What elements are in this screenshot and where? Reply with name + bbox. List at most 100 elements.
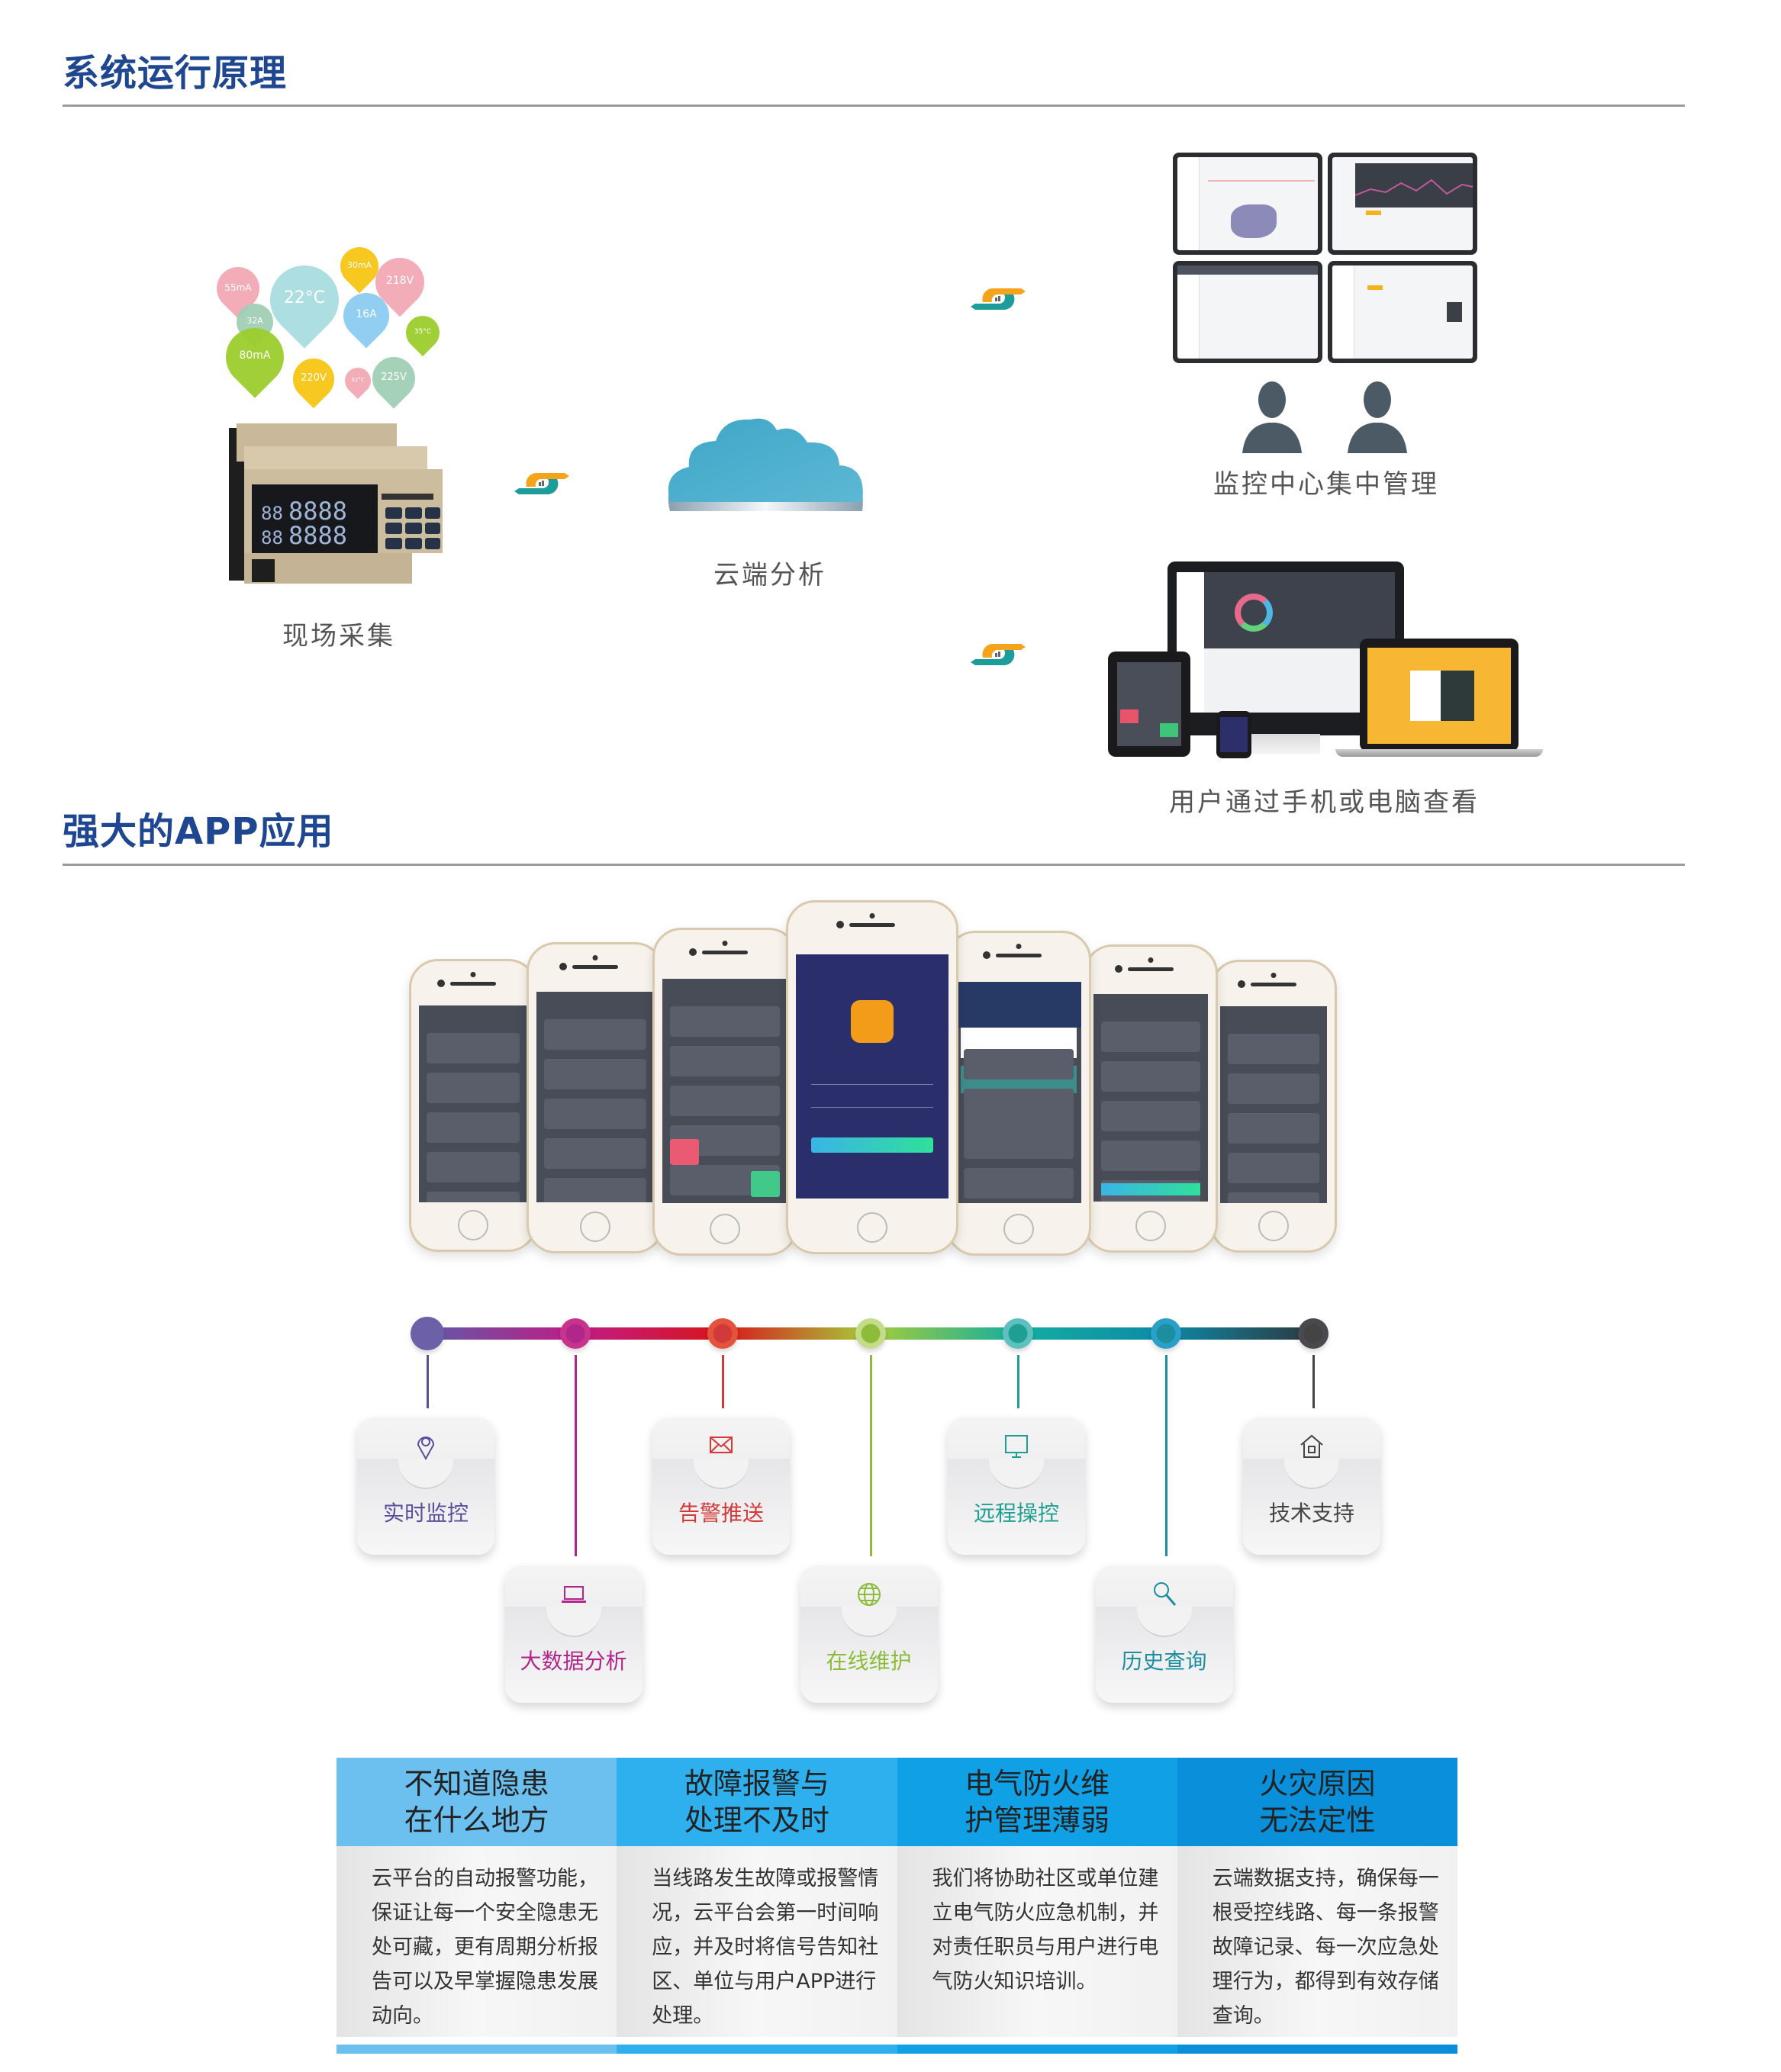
phone-sensor <box>437 980 445 987</box>
phone-home-button <box>710 1214 740 1244</box>
reading-value: 218V <box>385 275 414 288</box>
login-button <box>811 1137 933 1153</box>
list-item <box>1228 1073 1319 1104</box>
laptop-icon <box>561 1586 586 1603</box>
timeline-node <box>1150 1318 1181 1349</box>
problem-column: 不知道隐患 在什么地方云平台的自动报警功能，保证让每一个安全隐患无处可藏，更有周… <box>337 1758 617 2054</box>
phone-sensor <box>836 921 844 928</box>
list-item <box>964 1089 1074 1119</box>
phone-home-button <box>1003 1214 1034 1244</box>
phone-sensor <box>689 948 697 956</box>
field-collector-device: 88 8888 88 8888 <box>229 423 443 587</box>
feature-card[interactable]: 大数据分析 <box>504 1565 643 1703</box>
problem-footer-bar <box>617 2045 897 2054</box>
phone-screen <box>956 982 1081 1203</box>
caption-user-devices: 用户通过手机或电脑查看 <box>1169 787 1480 818</box>
laptop-base <box>1335 749 1543 757</box>
problem-title: 电气防火维 护管理薄弱 <box>897 1758 1177 1846</box>
list-item <box>670 1046 780 1076</box>
phone-home-button <box>857 1212 887 1243</box>
phone-mockup <box>1210 960 1337 1253</box>
phone-home-button <box>458 1210 488 1240</box>
timeline-node <box>559 1318 591 1349</box>
phone-speaker <box>450 982 496 986</box>
timeline-node <box>1003 1318 1033 1349</box>
feature-label: 历史查询 <box>1121 1649 1207 1674</box>
phone-mockup <box>1084 944 1218 1253</box>
house-icon <box>1300 1434 1323 1458</box>
feature-label: 大数据分析 <box>520 1649 627 1674</box>
list-item <box>544 1178 646 1202</box>
phone-home-button <box>580 1211 610 1242</box>
phone-camera <box>1271 973 1277 978</box>
list-item <box>544 1138 646 1169</box>
feature-card[interactable]: 在线维护 <box>800 1565 938 1703</box>
phone-camera <box>592 955 598 960</box>
list-item <box>544 1019 646 1050</box>
feature-card[interactable]: 实时监控 <box>357 1417 494 1555</box>
phone-screen <box>662 979 787 1203</box>
problem-title: 故障报警与 处理不及时 <box>617 1758 897 1846</box>
app-logo-icon <box>851 1000 894 1043</box>
timeline-node <box>411 1317 444 1350</box>
sync-arrows-icon <box>514 472 569 495</box>
feature-card[interactable]: 远程操控 <box>948 1417 1085 1555</box>
phone-screen <box>1220 1006 1327 1203</box>
person-icon <box>1348 381 1407 453</box>
monitor-screen-map <box>1173 153 1322 255</box>
list-item <box>427 1073 520 1103</box>
reading-value: 225V <box>381 371 407 383</box>
person-icon <box>1242 381 1302 453</box>
feature-label: 告警推送 <box>678 1501 764 1526</box>
phone-speaker <box>996 954 1042 957</box>
phone-speaker <box>1128 967 1174 971</box>
list-item <box>1101 1061 1200 1092</box>
problem-description: 云端数据支持，确保每一根受控线路、每一条报警故障记录、每一次应急处理行为，都得到… <box>1177 1846 1457 2037</box>
phone-camera <box>1148 957 1154 963</box>
reading-value: 32°C <box>351 377 365 384</box>
problem-column: 火灾原因 无法定性云端数据支持，确保每一根受控线路、每一条报警故障记录、每一次应… <box>1177 1758 1457 2054</box>
globe-icon <box>857 1583 881 1606</box>
phone-sensor <box>559 963 567 970</box>
list-item <box>964 1049 1074 1079</box>
problem-title: 不知道隐患 在什么地方 <box>337 1758 617 1846</box>
list-item <box>544 1099 646 1129</box>
phone-camera <box>1016 944 1022 949</box>
monitor-screen-detail <box>1328 261 1477 363</box>
feature-card[interactable]: 告警推送 <box>652 1417 790 1555</box>
timeline-node <box>855 1318 886 1349</box>
section-divider <box>63 105 1685 107</box>
phone-mockup <box>652 928 797 1256</box>
list-item <box>427 1033 520 1063</box>
phone-mockup <box>786 900 958 1254</box>
phone-screen <box>419 1005 527 1202</box>
problem-footer-bar <box>1177 2045 1457 2054</box>
problem-column: 故障报警与 处理不及时当线路发生故障或报警情况，云平台会第一时间响应，并及时将信… <box>617 1758 897 2054</box>
monitor-icon <box>1005 1435 1028 1458</box>
problem-description: 我们将协助社区或单位建立电气防火应急机制，并对责任职员与用户进行电气防火知识培训… <box>897 1846 1177 2037</box>
svg-text:8888: 8888 <box>288 521 347 550</box>
list-item <box>670 1006 780 1037</box>
section-title-app: 强大的APP应用 <box>63 810 334 853</box>
phone-speaker <box>849 923 895 927</box>
reading-value: 80mA <box>239 349 271 362</box>
feature-label: 技术支持 <box>1268 1501 1354 1526</box>
mail-icon <box>710 1437 733 1453</box>
problem-footer-bar <box>897 2045 1177 2054</box>
feature-card[interactable]: 历史查询 <box>1095 1565 1233 1703</box>
problem-column: 电气防火维 护管理薄弱我们将协助社区或单位建立电气防火应急机制，并对责任职员与用… <box>897 1758 1177 2054</box>
phone-camera <box>470 972 476 977</box>
problem-description: 当线路发生故障或报警情况，云平台会第一时间响应，并及时将信号告知社区、单位与用户… <box>617 1846 897 2037</box>
timeline-connector <box>574 1355 577 1556</box>
cloud-icon <box>668 418 863 511</box>
phone-camera <box>869 913 875 919</box>
timeline-connector <box>1164 1355 1167 1556</box>
feature-card[interactable]: 技术支持 <box>1243 1417 1380 1555</box>
section-divider <box>63 864 1685 866</box>
list-item <box>1228 1034 1319 1064</box>
phone-speaker <box>1251 983 1296 986</box>
list-item <box>964 1128 1074 1159</box>
reading-value: 16A <box>356 308 377 321</box>
problem-title: 火灾原因 无法定性 <box>1177 1758 1457 1846</box>
